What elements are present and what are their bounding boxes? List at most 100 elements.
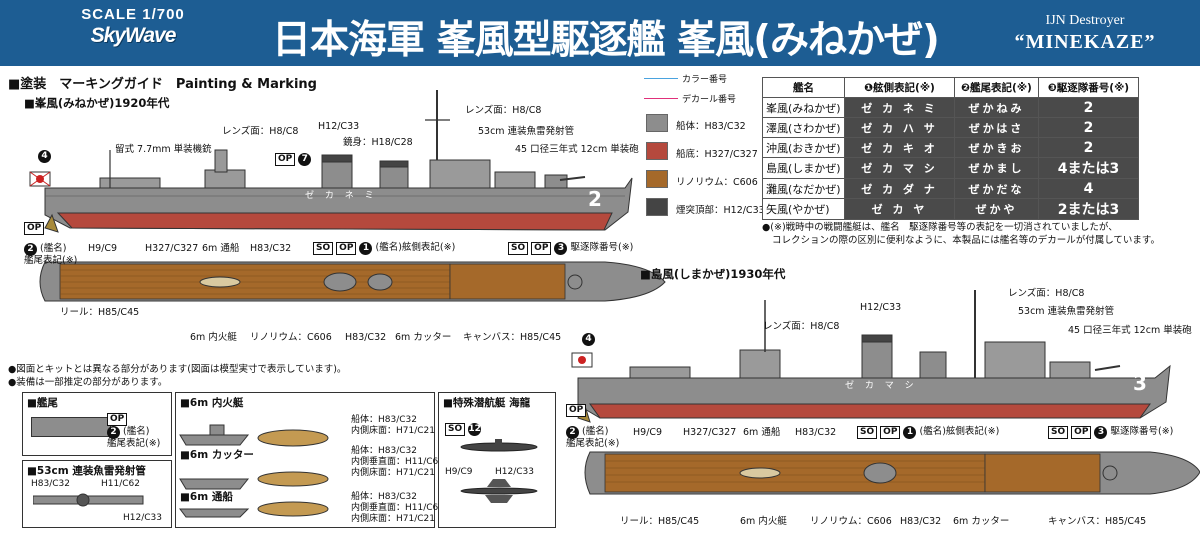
op-icon: OP [24, 222, 45, 235]
ship2-side-view [571, 290, 1171, 423]
marking-table: 艦名 ❶舷側表記(※) ❷艦尾表記(※) ❸駆逐隊番号(※) 峯風(みねかぜ)ゼ… [762, 77, 1139, 220]
row-name: 沖風(おきかぜ) [762, 137, 845, 158]
th-stern: ❷艦尾表記(※) [954, 77, 1039, 98]
op-icon: OP [531, 242, 552, 255]
ship2-label-boat: 6m 通船 [743, 427, 781, 438]
row-name: 峯風(みねかぜ) [762, 97, 845, 118]
ship1-deck-launch: 6m 内火艇 [190, 332, 237, 343]
ship2-deck-reel: リール：H85/C45 [620, 516, 700, 527]
table-note-1: ●(※)戦時中の戦闘艦艇は、艦名 駆逐隊番号等の表記を一切消されていましたが、 [762, 222, 1118, 233]
ship1-deck-view [39, 261, 666, 302]
row-side: ゼ カ ヤ [844, 198, 955, 220]
decal-2-icon: 2 [107, 426, 120, 439]
box-cutter-l2: 内側垂直面：H11/C62 [351, 457, 444, 467]
row-div: 4 [1038, 178, 1139, 199]
ship2-label-lens2: レンズ面：H8/C8 [1008, 288, 1085, 299]
swatch-linoleum [646, 170, 668, 188]
row-stern: ぜかねみ [954, 97, 1039, 118]
row-stern: ぜかまし [954, 157, 1039, 179]
ship1-div-mark: SO OP 3 駆逐隊番号(※) [508, 242, 633, 255]
header-banner: SCALE 1/700 SkyWave 日本海軍 峯風型駆逐艦 峯風(みねかぜ)… [0, 0, 1200, 66]
row-stern: ぜかきお [954, 137, 1039, 158]
ship2-label-bottom: H327/C327 [683, 427, 737, 438]
so-icon: SO [313, 242, 334, 255]
ship2-hull-text: ゼ カ マ シ [845, 381, 918, 391]
decal-7-icon: 7 [298, 153, 312, 166]
legend-color-no: カラー番号 [638, 72, 758, 86]
box-cutter-title: ■6m カッター [180, 449, 254, 461]
color-legend: カラー番号 デカール番号 [638, 72, 758, 106]
row-stern: ぜかだな [954, 178, 1039, 199]
ship2-label-hull: H83/C32 [795, 427, 837, 438]
legend-decal-no: デカール番号 [638, 92, 758, 106]
ship1-label-bottom: H327/C327 [145, 243, 199, 254]
row-stern: ぜかや [954, 198, 1039, 220]
th-side: ❶舷側表記(※) [844, 77, 955, 98]
note-2: ●装備は一部推定の部分があります。 [8, 377, 168, 388]
row-side: ゼ カ ネ ミ [844, 97, 955, 118]
english-title: IJN Destroyer “MINEKAZE” [1010, 13, 1160, 54]
ship1-heading: ■峯風(みねかぜ)1920年代 [24, 96, 170, 110]
stern-plate [31, 417, 111, 437]
ship1-label-rangefinder: レンズ面：H8/C8 [222, 126, 299, 137]
ship1-side-mark-label: (艦名)舷側表記(※) [375, 242, 456, 253]
th-name: 艦名 [762, 77, 845, 98]
so-icon: SO [1048, 426, 1069, 439]
box-boat-l2: 内側垂直面：H11/C62 [351, 503, 444, 513]
box-sub-icons: SO 12 [445, 423, 482, 436]
box-boat-l1: 船体：H83/C32 [351, 492, 417, 502]
row-side: ゼ カ キ オ [844, 137, 955, 158]
box-torpedo-l3: H12/C33 [123, 513, 162, 523]
scale-label: SCALE 1/700 [81, 6, 185, 23]
ship2-deck-launch: 6m 内火艇 [740, 516, 787, 527]
ship2-label-lens1: レンズ面：H8/C8 [763, 321, 840, 332]
ship2-side-mark-label: (艦名)舷側表記(※) [919, 426, 1000, 437]
swatch-linoleum-label: リノリウム：C606 [676, 177, 758, 188]
box-torpedo: ■53cm 連装魚雷発射管 H83/C32 H11/C62 H12/C33 [22, 460, 172, 528]
row-stern: ぜかはさ [954, 117, 1039, 138]
ship1-label-mast: 鏡身：H18/C28 [343, 137, 413, 148]
ship1-label-lens2: レンズ面：H8/C8 [465, 105, 542, 116]
ship1-deck-reel: リール：H85/C45 [60, 307, 140, 318]
box-sub-l1: H9/C9 [445, 467, 473, 477]
ship2-deck-lino: リノリウム：C606 [810, 516, 892, 527]
box-cutter-l3: 内側床面：H71/C21 [351, 468, 435, 478]
ship2-label-funnel: H12/C33 [860, 302, 902, 313]
row-div: 2 [1038, 137, 1139, 158]
row-div: 2または3 [1038, 198, 1139, 220]
op-icon: OP [566, 404, 587, 417]
ship1-label-gun: 45 口径三年式 12cm 単装砲 [515, 144, 639, 155]
box-launch-l1: 船体：H83/C32 [351, 415, 417, 425]
ship1-callout-7: OP 7 [275, 153, 312, 166]
swatch-bottom-label: 船底：H327/C327 [676, 149, 758, 160]
brand-block: SCALE 1/700 SkyWave [58, 6, 208, 48]
legend-decal-no-label: デカール番号 [682, 95, 737, 105]
brand-logo: SkyWave [90, 24, 177, 47]
decal-3-icon: 3 [554, 242, 568, 255]
box-torpedo-title: ■53cm 連装魚雷発射管 [27, 465, 146, 477]
decal-12-icon: 12 [468, 423, 482, 436]
swatch-bottom [646, 142, 668, 160]
torpedo-tube-drawing [33, 493, 144, 507]
box-stern-text: (艦名) 艦尾表記(※) [107, 426, 161, 449]
decal-3-icon: 3 [1094, 426, 1108, 439]
ship1-label-funnel: H12/C33 [318, 121, 360, 132]
row-side: ゼ カ ダ ナ [844, 178, 955, 199]
row-div: 2 [1038, 97, 1139, 118]
row-name: 矢風(やかぜ) [762, 198, 845, 220]
ship1-callout-4: 4 [38, 150, 51, 163]
ship1-stern-mark: OP [24, 222, 45, 235]
op-icon: OP [1071, 426, 1092, 439]
swatch-hull-label: 船体：H83/C32 [676, 121, 746, 132]
ship2-stern-text: (艦名) 艦尾表記(※) [566, 426, 620, 449]
ship2-label-gun: 45 口径三年式 12cm 単装砲 [1068, 325, 1192, 336]
swatch-funnel-top-label: 煙突頂部：H12/C33 [676, 205, 765, 216]
decal-1-icon: 1 [359, 242, 373, 255]
row-side: ゼ カ マ シ [844, 157, 955, 179]
section-heading: ■塗装 マーキングガイド Painting & Marking [8, 77, 317, 92]
box-launch-l2: 内側床面：H71/C21 [351, 426, 435, 436]
